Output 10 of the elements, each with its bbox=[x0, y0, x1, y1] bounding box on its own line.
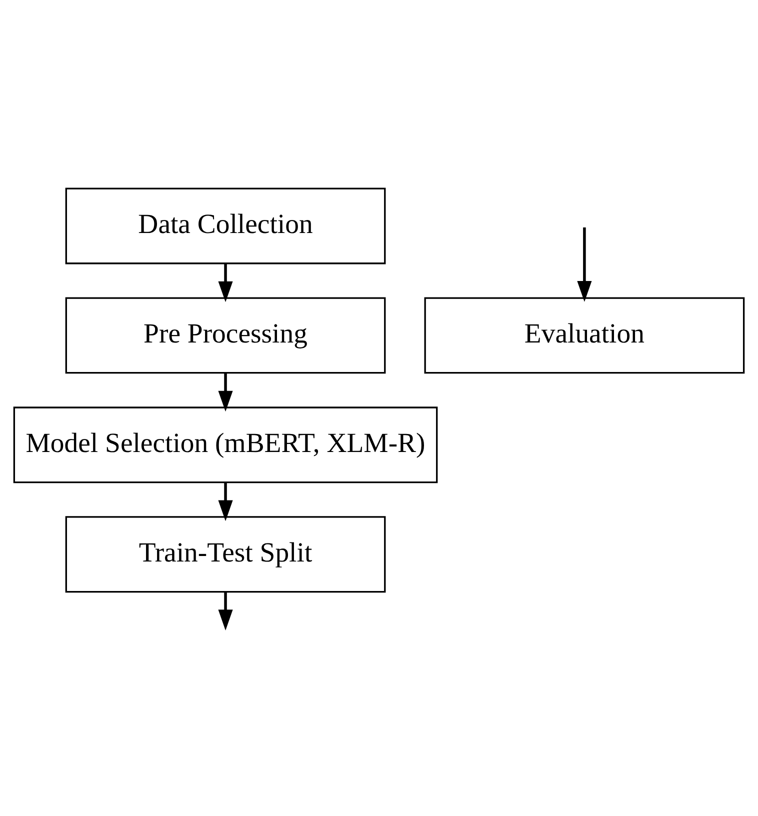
node-box: Evaluation bbox=[424, 297, 745, 374]
node-box: Train-Test Split bbox=[65, 516, 386, 593]
node-box: Model Selection (mBERT, XLM-R) bbox=[13, 406, 438, 484]
node-box: Data Collection bbox=[65, 188, 386, 264]
arrow bbox=[218, 482, 233, 522]
arrow bbox=[218, 592, 233, 630]
arrow bbox=[218, 263, 233, 302]
arrow bbox=[577, 227, 592, 302]
node-box: Pre Processing bbox=[65, 297, 386, 374]
arrow bbox=[218, 372, 233, 412]
